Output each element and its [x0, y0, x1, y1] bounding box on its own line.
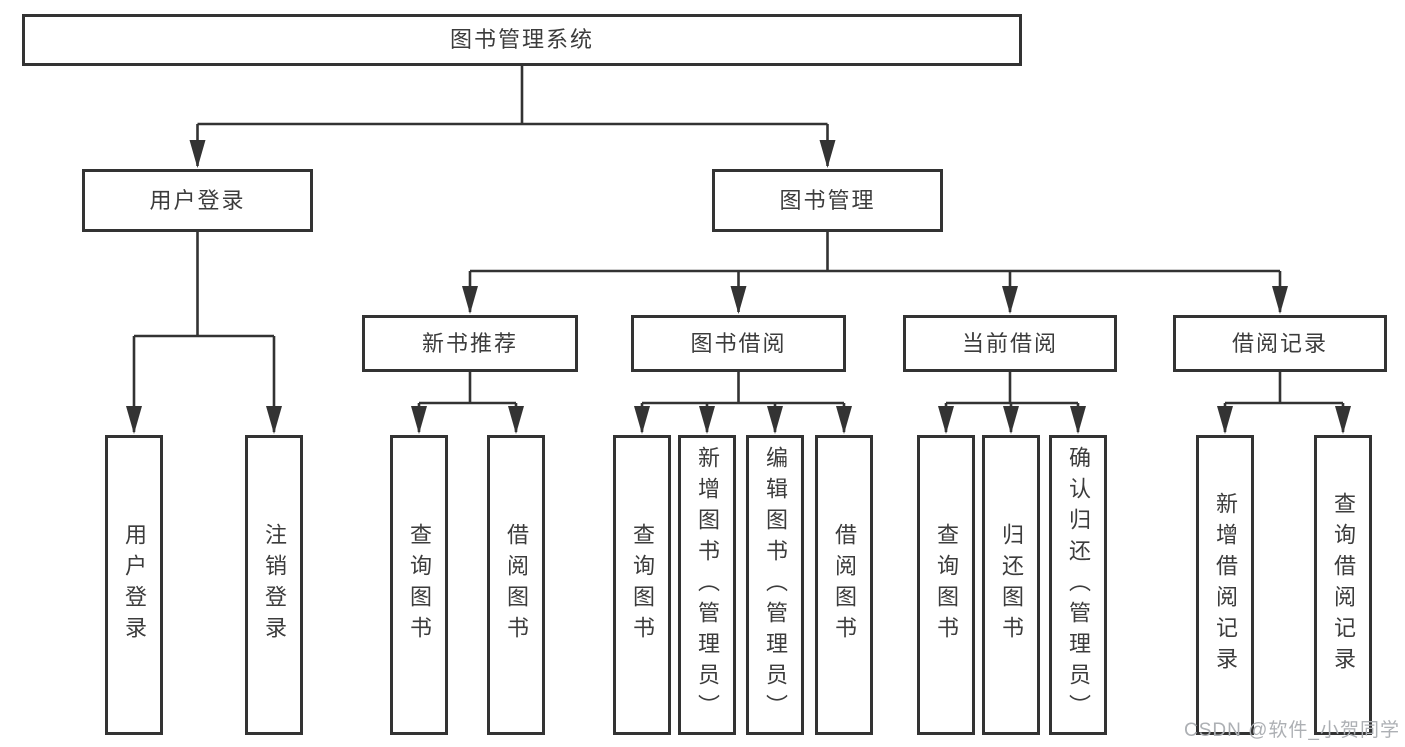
node-search-borrow-record: 查询借阅记录: [1314, 435, 1372, 735]
arrow-down-icon: [730, 286, 747, 314]
arrow-down-icon: [508, 406, 524, 434]
node-return-books: 归还图书: [982, 435, 1040, 735]
node-user-login-leaf: 用户登录: [105, 435, 163, 735]
arrow-down-icon: [1217, 406, 1233, 434]
node-borrow-books-recommend: 借阅图书: [487, 435, 545, 735]
node-book-borrowing: 图书借阅: [631, 315, 846, 372]
node-logout-leaf: 注销登录: [245, 435, 303, 735]
watermark: CSDN @软件_小贺同学: [1184, 720, 1400, 741]
arrow-down-icon: [699, 406, 715, 434]
arrow-down-icon: [767, 406, 783, 434]
node-confirm-return-admin: 确认归还（管理员）: [1049, 435, 1107, 735]
arrow-down-icon: [1272, 286, 1288, 314]
node-borrowing-records: 借阅记录: [1173, 315, 1387, 372]
arrow-down-icon: [266, 406, 282, 434]
node-search-books-borrowing: 查询图书: [613, 435, 671, 735]
arrow-down-icon: [1070, 406, 1086, 434]
arrow-down-icon: [938, 406, 954, 434]
arrow-down-icon: [634, 406, 650, 434]
node-add-borrow-record: 新增借阅记录: [1196, 435, 1254, 735]
arrow-down-icon: [1335, 406, 1351, 434]
node-search-books-current: 查询图书: [917, 435, 975, 735]
node-search-books-recommend: 查询图书: [390, 435, 448, 735]
arrow-down-icon: [189, 140, 206, 168]
node-book-management: 图书管理: [712, 169, 943, 232]
node-edit-book-admin: 编辑图书（管理员）: [746, 435, 804, 735]
node-borrow-books-borrowing: 借阅图书: [815, 435, 873, 735]
node-current-borrowing: 当前借阅: [903, 315, 1117, 372]
arrow-down-icon: [819, 140, 836, 168]
node-new-book-recommendation: 新书推荐: [362, 315, 578, 372]
arrow-down-icon: [126, 406, 142, 434]
node-add-book-admin: 新增图书（管理员）: [678, 435, 736, 735]
arrow-down-icon: [411, 406, 427, 434]
arrow-down-icon: [462, 286, 478, 314]
arrow-down-icon: [1003, 406, 1019, 434]
node-user-login: 用户登录: [82, 169, 313, 232]
arrow-down-icon: [1002, 286, 1018, 314]
node-root: 图书管理系统: [22, 14, 1022, 66]
arrow-down-icon: [836, 406, 852, 434]
